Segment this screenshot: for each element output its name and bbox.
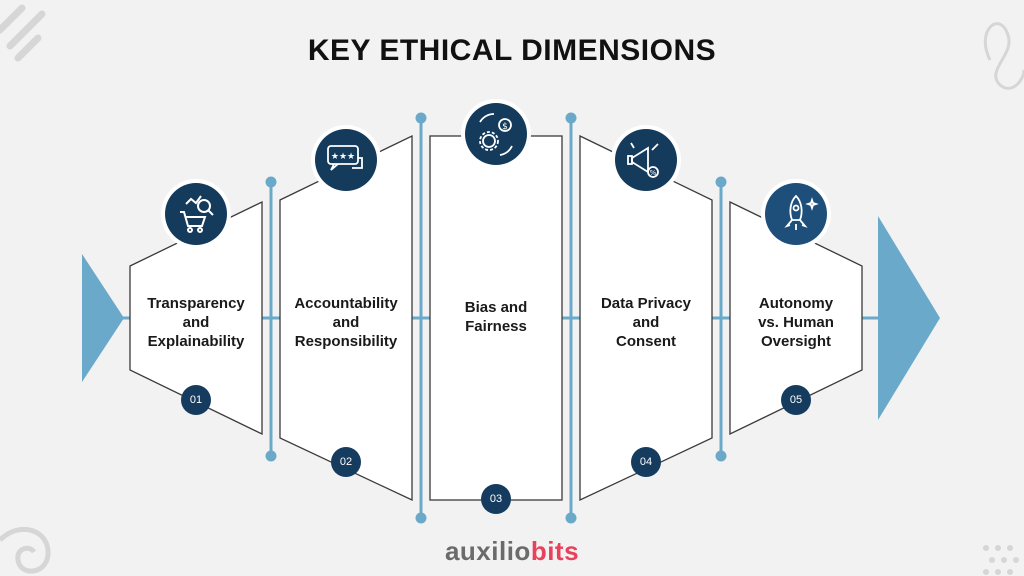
svg-text:$: $ bbox=[502, 122, 508, 132]
number-badge-1: 01 bbox=[189, 394, 203, 406]
panel-1-line-3: Explainability bbox=[147, 333, 245, 350]
icon-circle-4: % bbox=[611, 125, 681, 195]
panel-label-1: Transparency and Explainability bbox=[134, 294, 258, 351]
icon-circle-1 bbox=[161, 179, 231, 249]
decor-bottom-right bbox=[983, 545, 1019, 575]
number-badge-4: 04 bbox=[639, 456, 653, 468]
number-badge-3: 03 bbox=[489, 493, 503, 505]
logo-part-2: bits bbox=[530, 536, 580, 566]
panel-label-3: Bias and Fairness bbox=[432, 298, 560, 336]
panel-3-line-2: Fairness bbox=[465, 318, 527, 335]
icon-circle-3: $ bbox=[461, 99, 531, 169]
panel-5-line-2: vs. Human bbox=[758, 314, 834, 331]
badge-bg-3 bbox=[481, 484, 511, 514]
panel-5-line-3: Oversight bbox=[760, 333, 832, 350]
panel-1-line-1: Transparency bbox=[147, 295, 245, 312]
page-title: KEY ETHICAL DIMENSIONS bbox=[307, 34, 717, 67]
cart-analytics-icon bbox=[180, 195, 214, 233]
divider-1 bbox=[265, 176, 277, 462]
badge-bg-5 bbox=[781, 385, 811, 415]
badge-bg-1 bbox=[181, 385, 211, 415]
decor-top-right bbox=[983, 22, 1024, 90]
badge-bg-2 bbox=[331, 447, 361, 477]
rocket-icon bbox=[784, 194, 819, 230]
panel-5-line-1: Autonomy bbox=[758, 295, 834, 312]
number-badge-5: 05 bbox=[789, 394, 803, 406]
panel-label-4: Data Privacy and Consent bbox=[582, 294, 710, 351]
logo-part-1: auxilio bbox=[444, 536, 531, 566]
panel-2-line-3: Responsibility bbox=[294, 333, 398, 350]
decor-bottom-left bbox=[0, 526, 51, 574]
panel-4-line-3: Consent bbox=[616, 333, 676, 350]
panel-label-2: Accountability and Responsibility bbox=[282, 294, 410, 351]
svg-text:★★★: ★★★ bbox=[331, 152, 355, 162]
gear-dollar-cycle-icon: $ bbox=[479, 113, 513, 156]
badge-bg-4 bbox=[631, 447, 661, 477]
panel-3 bbox=[429, 135, 563, 501]
panel-2-line-2: and bbox=[332, 314, 360, 331]
number-badge-2: 02 bbox=[339, 456, 353, 468]
megaphone-discount-icon: % bbox=[627, 142, 659, 178]
brand-logo: auxiliobits bbox=[0, 536, 1024, 567]
panel-1-line-2: and bbox=[182, 314, 210, 331]
divider-3 bbox=[565, 112, 577, 524]
panel-label-5: Autonomy vs. Human Oversight bbox=[734, 294, 858, 351]
divider-4 bbox=[715, 176, 727, 462]
panel-5 bbox=[729, 200, 863, 436]
icon-circle-5 bbox=[761, 179, 831, 249]
panel-2-line-1: Accountability bbox=[294, 295, 398, 312]
left-arrow bbox=[82, 254, 124, 382]
svg-text:%: % bbox=[650, 169, 657, 177]
panel-4-line-2: and bbox=[632, 314, 660, 331]
panel-3-line-1: Bias and bbox=[464, 299, 528, 316]
divider-2 bbox=[415, 112, 427, 524]
right-arrow bbox=[878, 216, 940, 420]
icon-circle-2: ★★★ bbox=[311, 125, 381, 195]
decor-top-left bbox=[0, 4, 46, 62]
rating-chat-icon: ★★★ bbox=[327, 145, 363, 171]
panel-4-line-1: Data Privacy bbox=[600, 295, 692, 312]
